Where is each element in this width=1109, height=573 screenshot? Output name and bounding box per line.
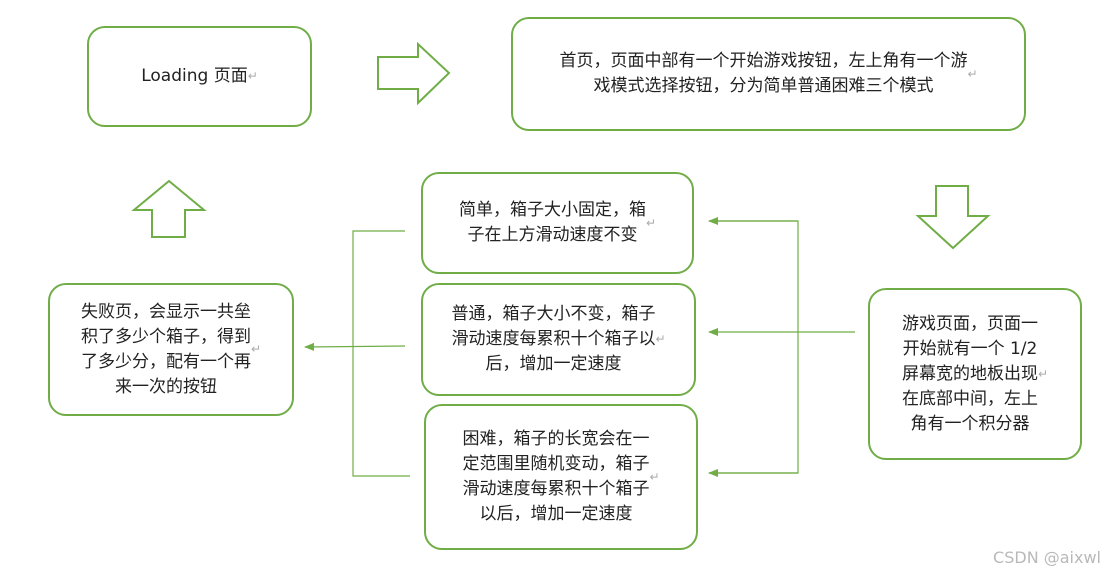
block-arrow-up — [131, 179, 207, 238]
connector-right-bracket — [709, 220, 799, 474]
fail-page-node: 失败页，会显示一共垒 积了多少个箱子，得到 了多少分，配有一个再 来一次的按钮↵ — [48, 283, 294, 416]
paragraph-mark: ↵ — [649, 469, 660, 484]
connector-left-bracket — [352, 230, 410, 477]
easy-mode-node: 简单，箱子大小固定，箱 子在上方滑动速度不变↵ — [421, 172, 694, 274]
home-page-label: 首页，页面中部有一个开始游戏按钮，左上角有一个游 戏模式选择按钮，分为简单普通困… — [559, 51, 968, 96]
normal-mode-label: 普通，箱子大小不变，箱子 滑动速度每累积十个箱子以 后，增加一定速度 — [451, 304, 656, 374]
paragraph-mark: ↵ — [645, 215, 657, 230]
hard-mode-label: 困难，箱子的长宽会在一 定范围里随机变动，箱子 滑动速度每累积十个箱子 以后，增… — [462, 429, 650, 524]
loading-page-node: Loading 页面↵ — [87, 26, 312, 127]
home-page-node: 首页，页面中部有一个开始游戏按钮，左上角有一个游 戏模式选择按钮，分为简单普通困… — [511, 17, 1026, 131]
watermark: CSDN @aixwl — [993, 548, 1101, 567]
block-arrow-down — [915, 185, 991, 250]
paragraph-mark: ↵ — [247, 69, 258, 83]
hard-mode-node: 困难，箱子的长宽会在一 定范围里随机变动，箱子 滑动速度每累积十个箱子 以后，增… — [424, 404, 698, 550]
paragraph-mark: ↵ — [250, 342, 262, 356]
fail-page-label: 失败页，会显示一共垒 积了多少个箱子，得到 了多少分，配有一个再 来一次的按钮 — [80, 301, 251, 397]
game-page-label: 游戏页面，页面一 开始就有一个 1/2 屏幕宽的地板出现 在底部中间，左上 角有… — [901, 313, 1038, 434]
normal-mode-node: 普通，箱子大小不变，箱子 滑动速度每累积十个箱子以 后，增加一定速度↵ — [421, 283, 696, 396]
game-page-node: 游戏页面，页面一 开始就有一个 1/2 屏幕宽的地板出现 在底部中间，左上 角有… — [868, 288, 1082, 460]
paragraph-mark: ↵ — [1037, 366, 1049, 381]
loading-page-label: Loading 页面 — [141, 66, 248, 86]
connector-to-fail — [304, 342, 406, 351]
paragraph-mark: ↵ — [655, 332, 666, 346]
block-arrow-right — [377, 41, 451, 106]
easy-mode-label: 简单，箱子大小固定，箱 子在上方滑动速度不变 — [458, 200, 646, 245]
paragraph-mark: ↵ — [967, 66, 978, 81]
